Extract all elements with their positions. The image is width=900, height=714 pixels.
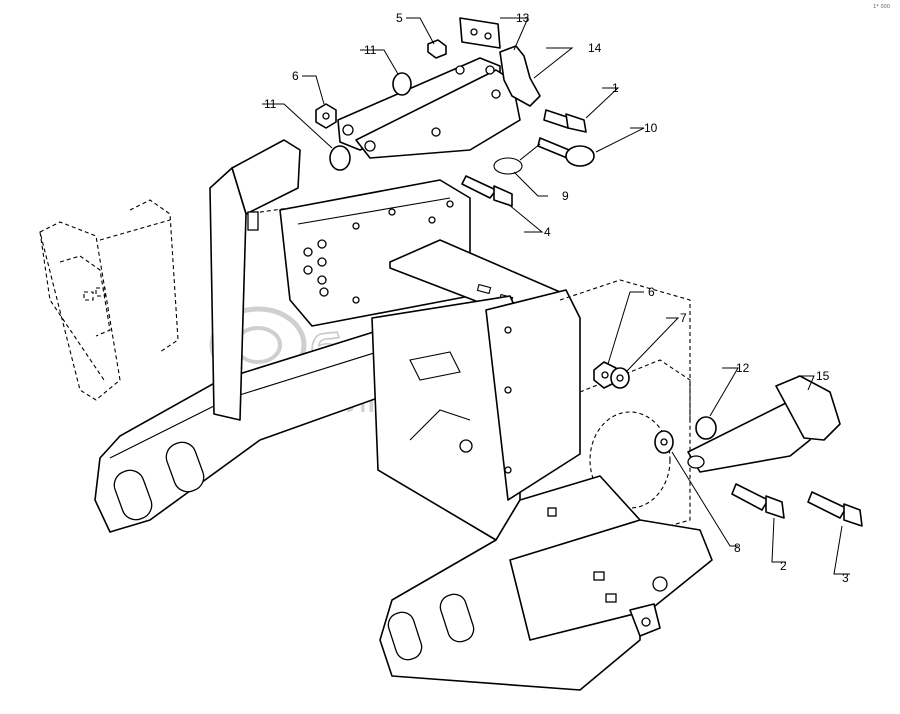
right-flange [579, 359, 691, 541]
ring-part-9 [493, 157, 523, 175]
hook-part-14 [499, 45, 541, 107]
callout-4: 4 [544, 225, 551, 239]
callout-1: 1 [612, 81, 619, 95]
bushing-part-11-upper [392, 72, 412, 96]
callout-8: 8 [734, 541, 741, 555]
corner-note: 1* 000 [873, 4, 890, 10]
callout-2: 2 [780, 559, 787, 573]
callout-10: 10 [644, 121, 658, 135]
left-side-arm [39, 199, 179, 401]
right-front-arm [379, 475, 713, 691]
nut-part-5 [427, 39, 447, 59]
callout-6-lower: 6 [648, 285, 655, 299]
left-support-block [209, 139, 471, 421]
callout-14: 14 [588, 41, 602, 55]
bushing-part-12 [695, 416, 717, 440]
callout-13: 13 [516, 11, 530, 25]
callout-11-upper: 11 [364, 43, 377, 57]
leader-lines [262, 17, 850, 575]
upper-link-assembly [315, 17, 595, 207]
callouts: 13 5 11 14 6 1 11 10 9 4 6 7 12 15 8 2 3 [264, 11, 849, 585]
callout-7: 7 [680, 311, 687, 325]
callout-11-lower: 11 [264, 97, 277, 111]
lower-link-assembly [593, 361, 863, 527]
callout-9: 9 [562, 189, 569, 203]
callout-6-upper: 6 [292, 69, 299, 83]
bolt-part-2 [731, 483, 769, 511]
callout-12: 12 [736, 361, 750, 375]
pin-ring-part-10 [565, 145, 595, 167]
bolt-part-4 [461, 175, 497, 199]
front-cross-beam [94, 329, 401, 533]
callout-15: 15 [816, 369, 830, 383]
plate-part-13 [459, 17, 501, 49]
bracket-slot [247, 211, 259, 231]
bushing-part-11-lower [329, 145, 351, 171]
upper-bracket-plate [355, 69, 521, 159]
central-box-frame [371, 239, 691, 541]
callout-3: 3 [842, 571, 849, 585]
bolt-part-3 [807, 491, 847, 519]
callout-5: 5 [396, 11, 403, 25]
